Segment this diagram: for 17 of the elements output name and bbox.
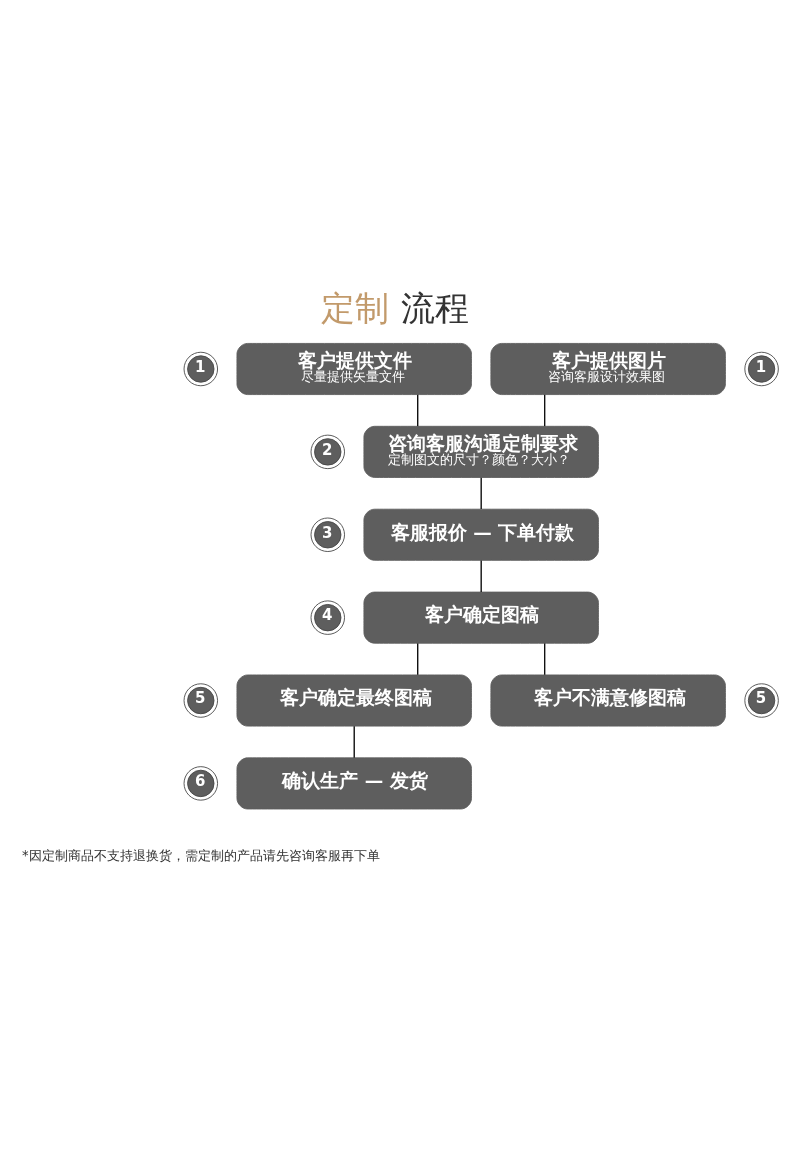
diagram-title: 定制 流程 bbox=[321, 288, 469, 328]
node-box: 客户提供图片 咨询客服设计效果图 bbox=[490, 342, 726, 395]
node-box: 客服报价 — 下单付款 bbox=[363, 508, 599, 561]
node-box: 确认生产 — 发货 bbox=[236, 756, 472, 809]
connector bbox=[353, 725, 355, 758]
connector bbox=[543, 642, 546, 675]
connector bbox=[543, 393, 546, 427]
node-box: 咨询客服沟通定制要求 定制图文的尺寸？颜色？大小？ bbox=[363, 425, 599, 478]
label: *因定制商品不支持退换货，需定制的产品请先咨询客服再下单 bbox=[21, 847, 380, 863]
node-box: 客户确定最终图稿 bbox=[236, 674, 472, 727]
connector bbox=[417, 393, 419, 427]
connector bbox=[480, 559, 482, 593]
node-box: 客户提供文件 尽量提供矢量文件 bbox=[236, 342, 472, 395]
node-box: 客户确定图稿 bbox=[363, 591, 599, 644]
connector bbox=[480, 476, 482, 510]
node-box: 客户不满意修图稿 bbox=[490, 674, 726, 727]
connector bbox=[417, 642, 419, 675]
